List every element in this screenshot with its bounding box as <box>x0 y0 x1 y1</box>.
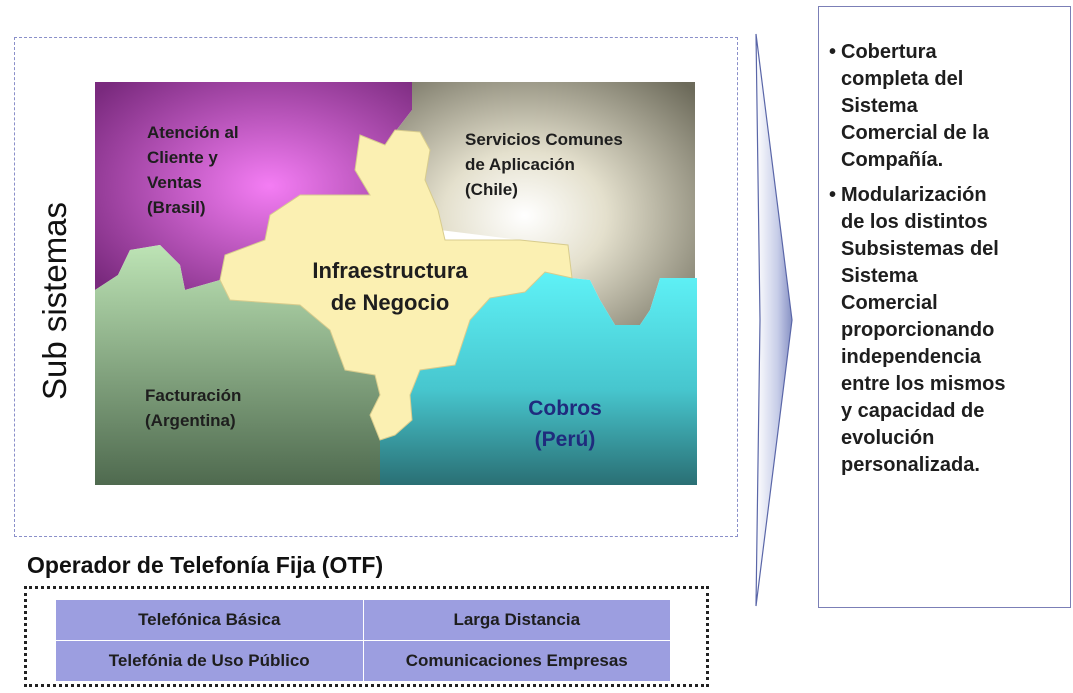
benefit-text: Modularización de los distintos Subsiste… <box>841 184 1006 476</box>
benefit-item: • Modularización de los distintos Subsis… <box>829 182 1064 479</box>
table-row: Telefónica Básica Larga Distancia <box>55 599 671 641</box>
label-line: (Argentina) <box>145 411 236 430</box>
label-line: Cobros <box>528 397 602 420</box>
label-line: Cliente y <box>147 148 218 167</box>
subsystems-frame <box>14 37 738 537</box>
label-line: Servicios Comunes <box>465 130 623 149</box>
puzzle-piece-servicios <box>385 82 695 325</box>
label-atencion: Atención al Cliente y Ventas (Brasil) <box>147 120 239 220</box>
otf-frame <box>24 586 709 687</box>
puzzle-piece-infraestructura <box>219 129 573 441</box>
bullet-icon: • <box>829 41 837 63</box>
label-servicios: Servicios Comunes de Aplicación (Chile) <box>465 127 623 202</box>
benefit-item: • Cobertura completa del Sistema Comerci… <box>829 39 1064 174</box>
bullet-icon: • <box>829 184 837 206</box>
label-infraestructura: Infraestructura de Negocio <box>280 255 500 319</box>
puzzle-piece-facturacion <box>95 245 390 485</box>
label-line: Infraestructura <box>312 258 468 283</box>
label-line: de Aplicación <box>465 155 575 174</box>
label-line: (Brasil) <box>147 198 206 217</box>
benefits-panel: • Cobertura completa del Sistema Comerci… <box>818 6 1071 608</box>
table-cell: Telefónica Básica <box>55 599 364 641</box>
label-line: Ventas <box>147 173 202 192</box>
label-line: Facturación <box>145 386 242 405</box>
otf-table: Telefónica Básica Larga Distancia Telefó… <box>55 599 671 682</box>
benefit-text: Cobertura completa del Sistema Comercial… <box>841 41 989 171</box>
table-row: Telefónia de Uso Público Comunicaciones … <box>55 640 671 682</box>
table-cell: Larga Distancia <box>362 599 671 641</box>
table-cell: Telefónia de Uso Público <box>55 640 364 682</box>
label-line: Atención al <box>147 123 239 142</box>
table-cell: Comunicaciones Empresas <box>362 640 671 682</box>
label-line: de Negocio <box>330 290 450 315</box>
label-line: (Perú) <box>534 428 596 451</box>
puzzle-piece-atencion <box>95 82 412 290</box>
otf-title: Operador de Telefonía Fija (OTF) <box>27 552 384 578</box>
puzzle-piece-cobros <box>380 272 697 485</box>
label-line: (Chile) <box>465 180 518 199</box>
chevron-arrow-icon <box>755 33 793 607</box>
label-cobros: Cobros (Perú) <box>520 393 610 455</box>
label-facturacion: Facturación (Argentina) <box>145 383 241 433</box>
